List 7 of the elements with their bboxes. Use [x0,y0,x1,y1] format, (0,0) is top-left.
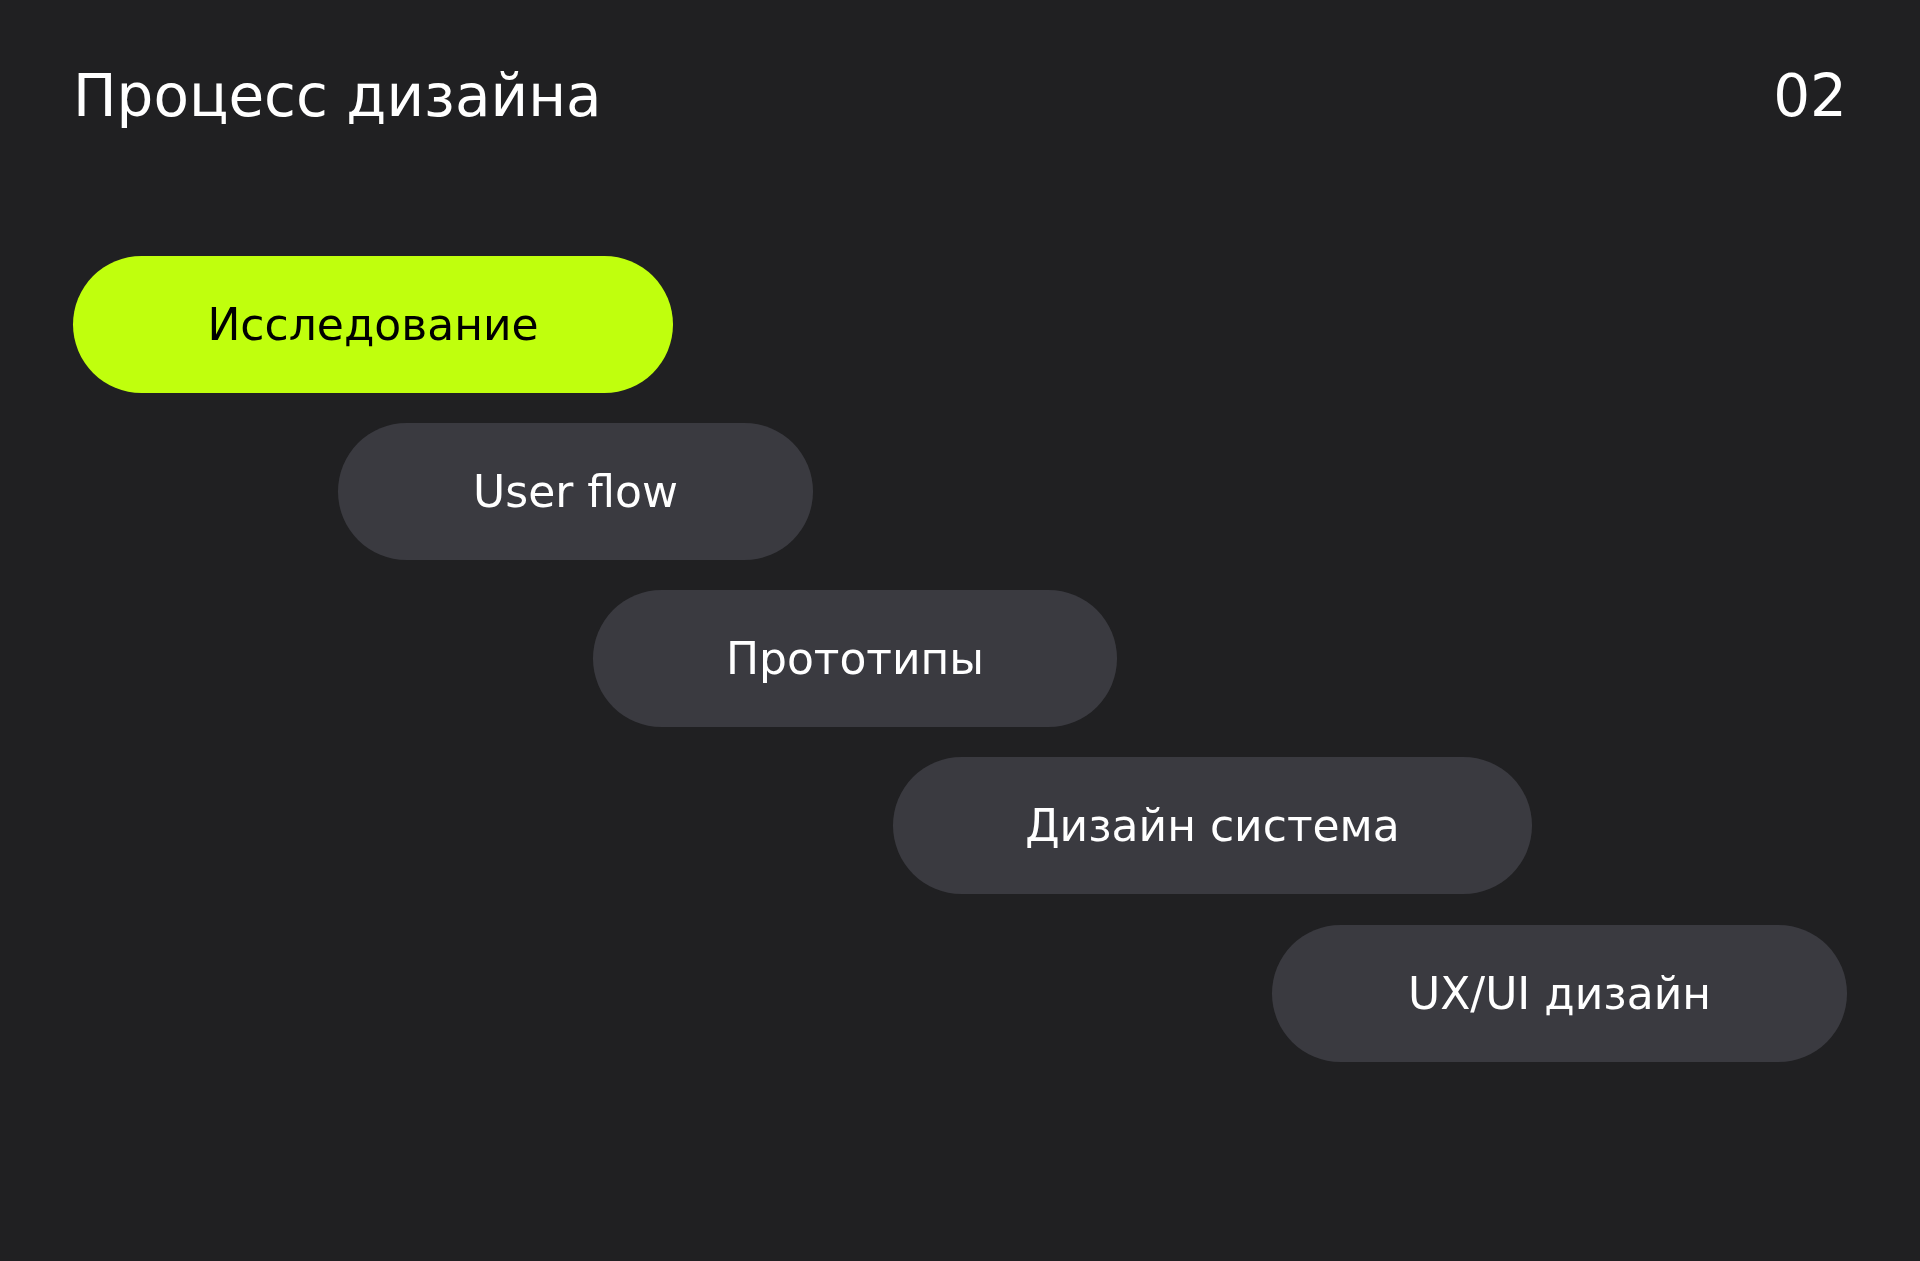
stage-pill: UX/UI дизайн [1272,925,1847,1062]
stage-pill: Дизайн система [893,757,1532,894]
stage-pill: Прототипы [593,590,1117,727]
stage-pill: Исследование [73,256,673,393]
page-number: 02 [1773,62,1847,130]
stage-pill: User flow [338,423,813,560]
page-title: Процесс дизайна [73,62,602,130]
